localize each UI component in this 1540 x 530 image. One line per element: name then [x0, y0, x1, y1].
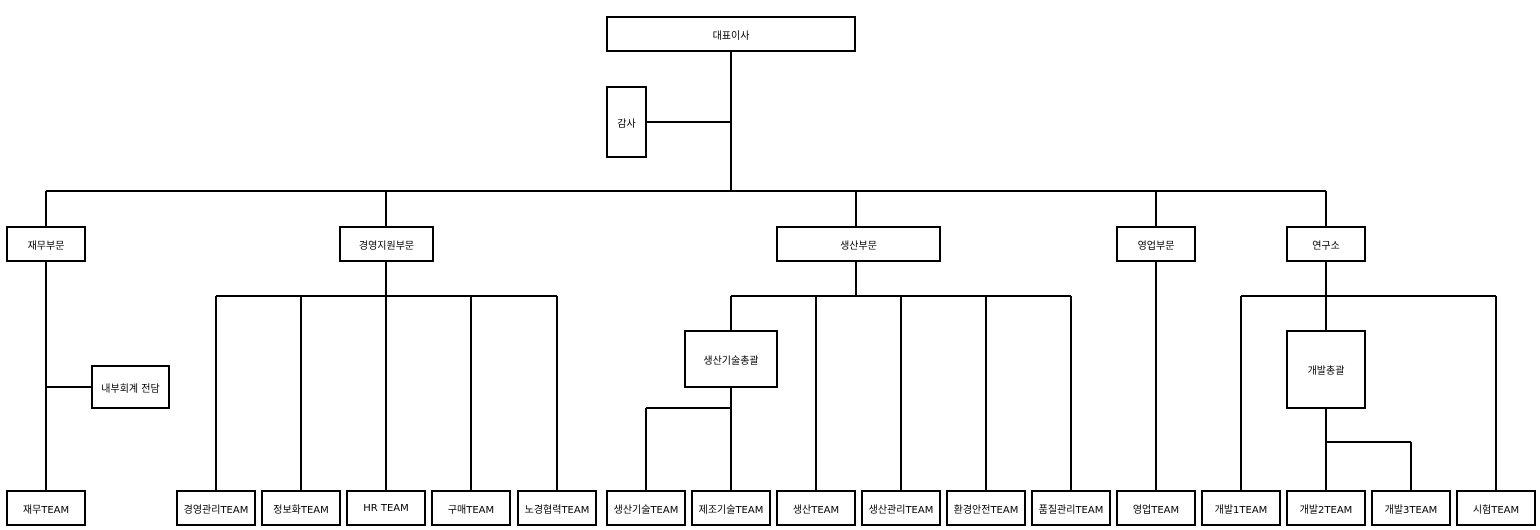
development-general-box: 개발총괄	[1286, 330, 1366, 409]
information-team-box: 정보화TEAM	[261, 490, 341, 526]
hr-team-box: HR TEAM	[346, 490, 426, 526]
ceo-box: 대표이사	[606, 16, 856, 52]
audit-box: 감사	[606, 86, 647, 158]
purchasing-team-box: 구매TEAM	[431, 490, 511, 526]
management-support-division-box: 경영지원부문	[339, 226, 434, 262]
quality-management-team-box: 품질관리TEAM	[1031, 490, 1111, 526]
research-division-box: 연구소	[1286, 226, 1366, 262]
development-3-team-box: 개발3TEAM	[1371, 490, 1451, 526]
finance-team-box: 재무TEAM	[6, 490, 86, 526]
internal-accounting-box: 내부회계 전담	[91, 365, 170, 409]
development-2-team-box: 개발2TEAM	[1286, 490, 1366, 526]
production-team-box: 생산TEAM	[776, 490, 856, 526]
production-technology-team-box: 생산기술TEAM	[606, 490, 686, 526]
development-1-team-box: 개발1TEAM	[1201, 490, 1281, 526]
labor-cooperation-team-box: 노경협력TEAM	[517, 490, 597, 526]
production-division-box: 생산부문	[776, 226, 941, 262]
sales-division-box: 영업부문	[1116, 226, 1196, 262]
sales-team-box: 영업TEAM	[1116, 490, 1196, 526]
business-management-team-box: 경영관리TEAM	[176, 490, 256, 526]
environment-safety-team-box: 환경안전TEAM	[946, 490, 1026, 526]
manufacturing-technology-team-box: 제조기술TEAM	[691, 490, 771, 526]
finance-division-box: 재무부문	[6, 226, 86, 262]
production-management-team-box: 생산관리TEAM	[861, 490, 941, 526]
production-tech-general-box: 생산기술총괄	[684, 330, 778, 388]
test-team-box: 시험TEAM	[1456, 490, 1536, 526]
